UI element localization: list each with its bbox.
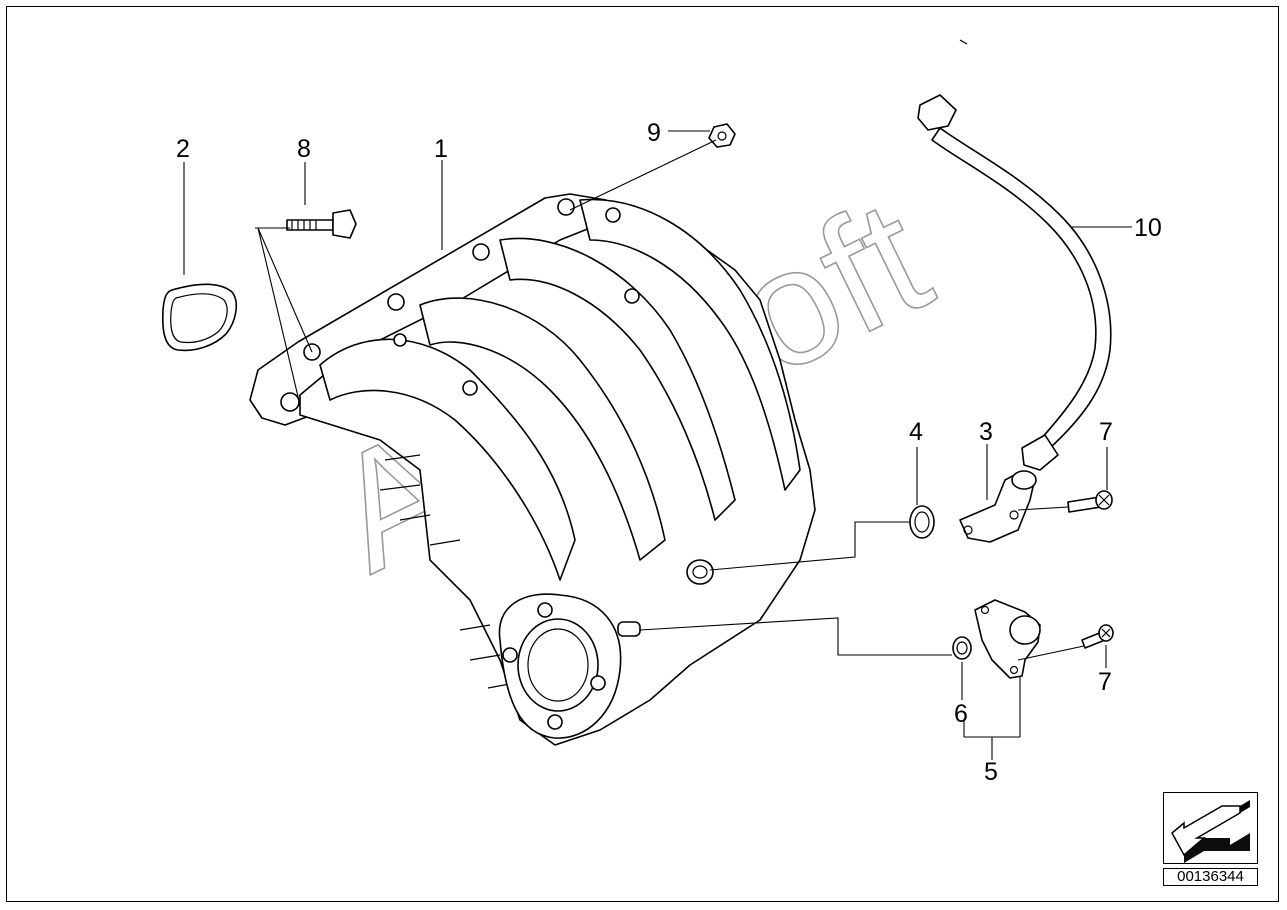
intake-manifold[interactable] — [249, 193, 816, 746]
callout-5: 5 — [984, 758, 998, 786]
catalog-number: 00136344 — [1163, 868, 1258, 886]
vent-hose[interactable] — [917, 94, 1112, 471]
o-ring-large[interactable] — [909, 505, 935, 539]
callout-8: 8 — [297, 135, 311, 163]
stray-mark — [959, 39, 968, 45]
screw-lower[interactable] — [1081, 624, 1114, 649]
navigation-box[interactable] — [1163, 792, 1258, 864]
callout-6: 6 — [954, 700, 968, 728]
screw-upper[interactable] — [1067, 490, 1113, 513]
callout-1: 1 — [434, 135, 448, 163]
hose-connector[interactable] — [959, 470, 1037, 543]
bolt[interactable] — [286, 209, 357, 239]
o-ring-small[interactable] — [952, 636, 972, 660]
callout-9: 9 — [647, 119, 661, 147]
sensor[interactable] — [974, 599, 1041, 679]
callout-2: 2 — [176, 135, 190, 163]
callout-7-upper: 7 — [1099, 418, 1113, 446]
callout-3: 3 — [979, 418, 993, 446]
leader-lines — [183, 130, 1132, 760]
nut[interactable] — [708, 123, 736, 148]
gasket[interactable] — [161, 283, 238, 352]
callout-7-lower: 7 — [1098, 668, 1112, 696]
callout-4: 4 — [909, 418, 923, 446]
callout-10: 10 — [1134, 214, 1162, 242]
arrow-icon[interactable] — [1164, 793, 1257, 863]
diagram-frame — [6, 6, 1279, 902]
